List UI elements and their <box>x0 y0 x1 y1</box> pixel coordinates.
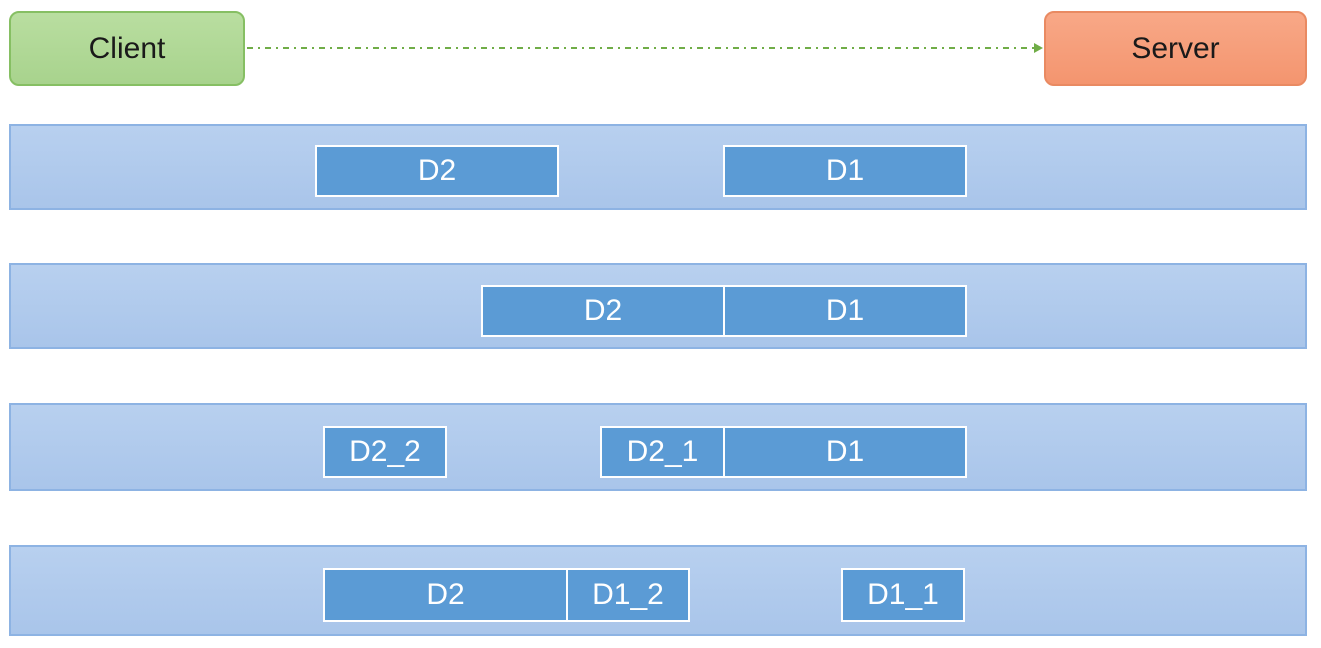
client-label: Client <box>88 31 166 65</box>
server-label: Server <box>1131 31 1220 65</box>
transmission-lane-3: D2_2 D2_1 D1 <box>9 403 1307 491</box>
packet: D2 <box>323 568 568 622</box>
packet-label: D1_1 <box>867 578 939 611</box>
packet-label: D1_2 <box>592 578 664 611</box>
server-node: Server <box>1044 11 1307 86</box>
packet: D2_2 <box>323 426 447 478</box>
transmission-lane-1: D2 D1 <box>9 124 1307 210</box>
packet-label: D2 <box>583 294 623 327</box>
packet: D1 <box>723 145 967 197</box>
packet: D1 <box>723 285 967 337</box>
packet-label: D2_2 <box>349 435 421 468</box>
packet: D2 <box>481 285 725 337</box>
arrow-head-icon <box>1034 43 1043 53</box>
packet: D2 <box>315 145 559 197</box>
packet-label: D1 <box>825 154 865 187</box>
client-node: Client <box>9 11 245 86</box>
packet-label: D2 <box>426 578 465 611</box>
packet-label: D2 <box>417 154 457 187</box>
packet: D1_2 <box>566 568 690 622</box>
packet-label: D1 <box>825 435 865 468</box>
packet: D1 <box>723 426 967 478</box>
transmission-lane-2: D2 D1 <box>9 263 1307 349</box>
transmission-lane-4: D2 D1_2 D1_1 <box>9 545 1307 636</box>
packet: D2_1 <box>600 426 725 478</box>
packet-label: D2_1 <box>626 435 699 468</box>
client-to-server-arrow <box>247 43 1043 53</box>
packet-label: D1 <box>825 294 865 327</box>
packet: D1_1 <box>841 568 965 622</box>
